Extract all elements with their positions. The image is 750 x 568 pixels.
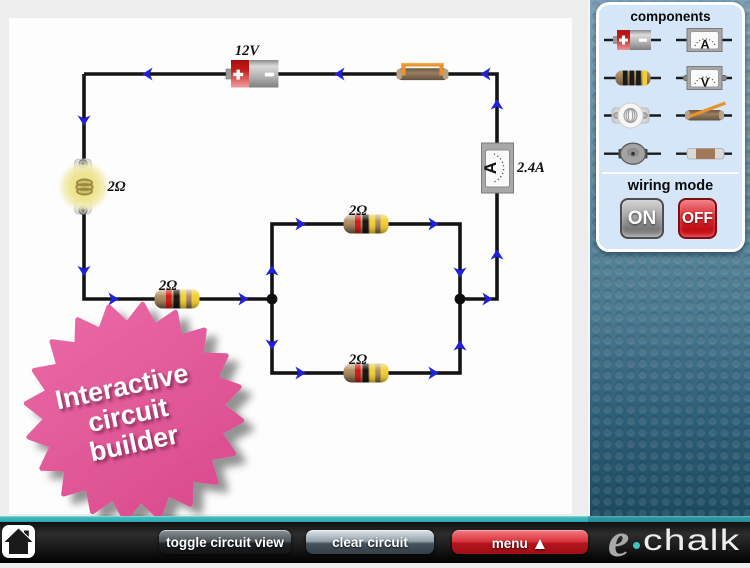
svg-text:2Ω: 2Ω xyxy=(107,179,126,195)
svg-text:A: A xyxy=(481,162,500,174)
svg-text:V: V xyxy=(701,76,710,90)
svg-text:12V: 12V xyxy=(235,43,261,59)
svg-text:2Ω: 2Ω xyxy=(158,278,177,294)
svg-text:A: A xyxy=(700,38,709,52)
svg-text:2Ω: 2Ω xyxy=(348,203,367,219)
svg-text:2.4A: 2.4A xyxy=(516,160,545,176)
svg-text:2Ω: 2Ω xyxy=(348,352,367,368)
